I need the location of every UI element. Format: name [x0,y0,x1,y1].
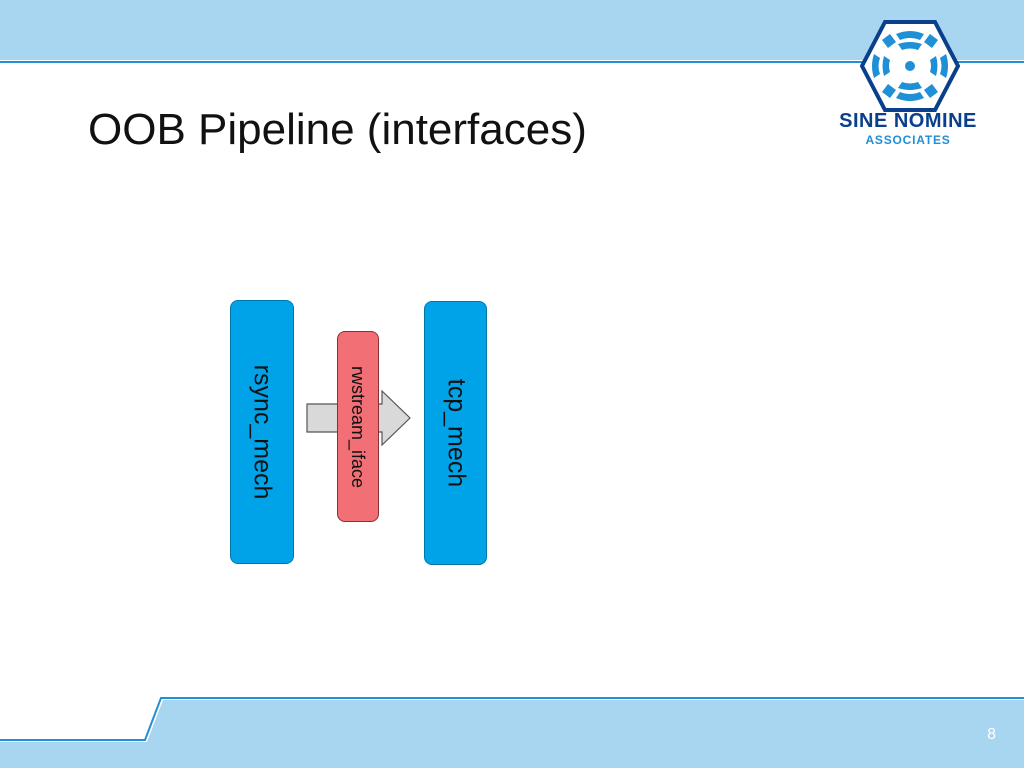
page-number: 8 [987,726,996,743]
node-rsync-mech-label: rsync_mech [248,364,277,500]
slide-title: OOB Pipeline (interfaces) [88,105,587,154]
node-tcp-mech-label: tcp_mech [442,378,470,488]
company-logo: SINE NOMINE ASSOCIATES [822,20,994,155]
bottom-band [0,700,1024,768]
top-band [0,0,1024,60]
logo-company-name: SINE NOMINE [839,110,977,132]
bottom-band-line [0,697,1024,741]
node-tcp-mech: tcp_mech [424,301,487,565]
node-rwstream-iface-label: rwstream_iface [348,365,368,488]
logo-company-subtitle: ASSOCIATES [865,133,951,147]
node-rsync-mech: rsync_mech [230,300,294,564]
node-rwstream-iface: rwstream_iface [337,331,379,522]
hexagon-logo-icon [860,20,960,112]
